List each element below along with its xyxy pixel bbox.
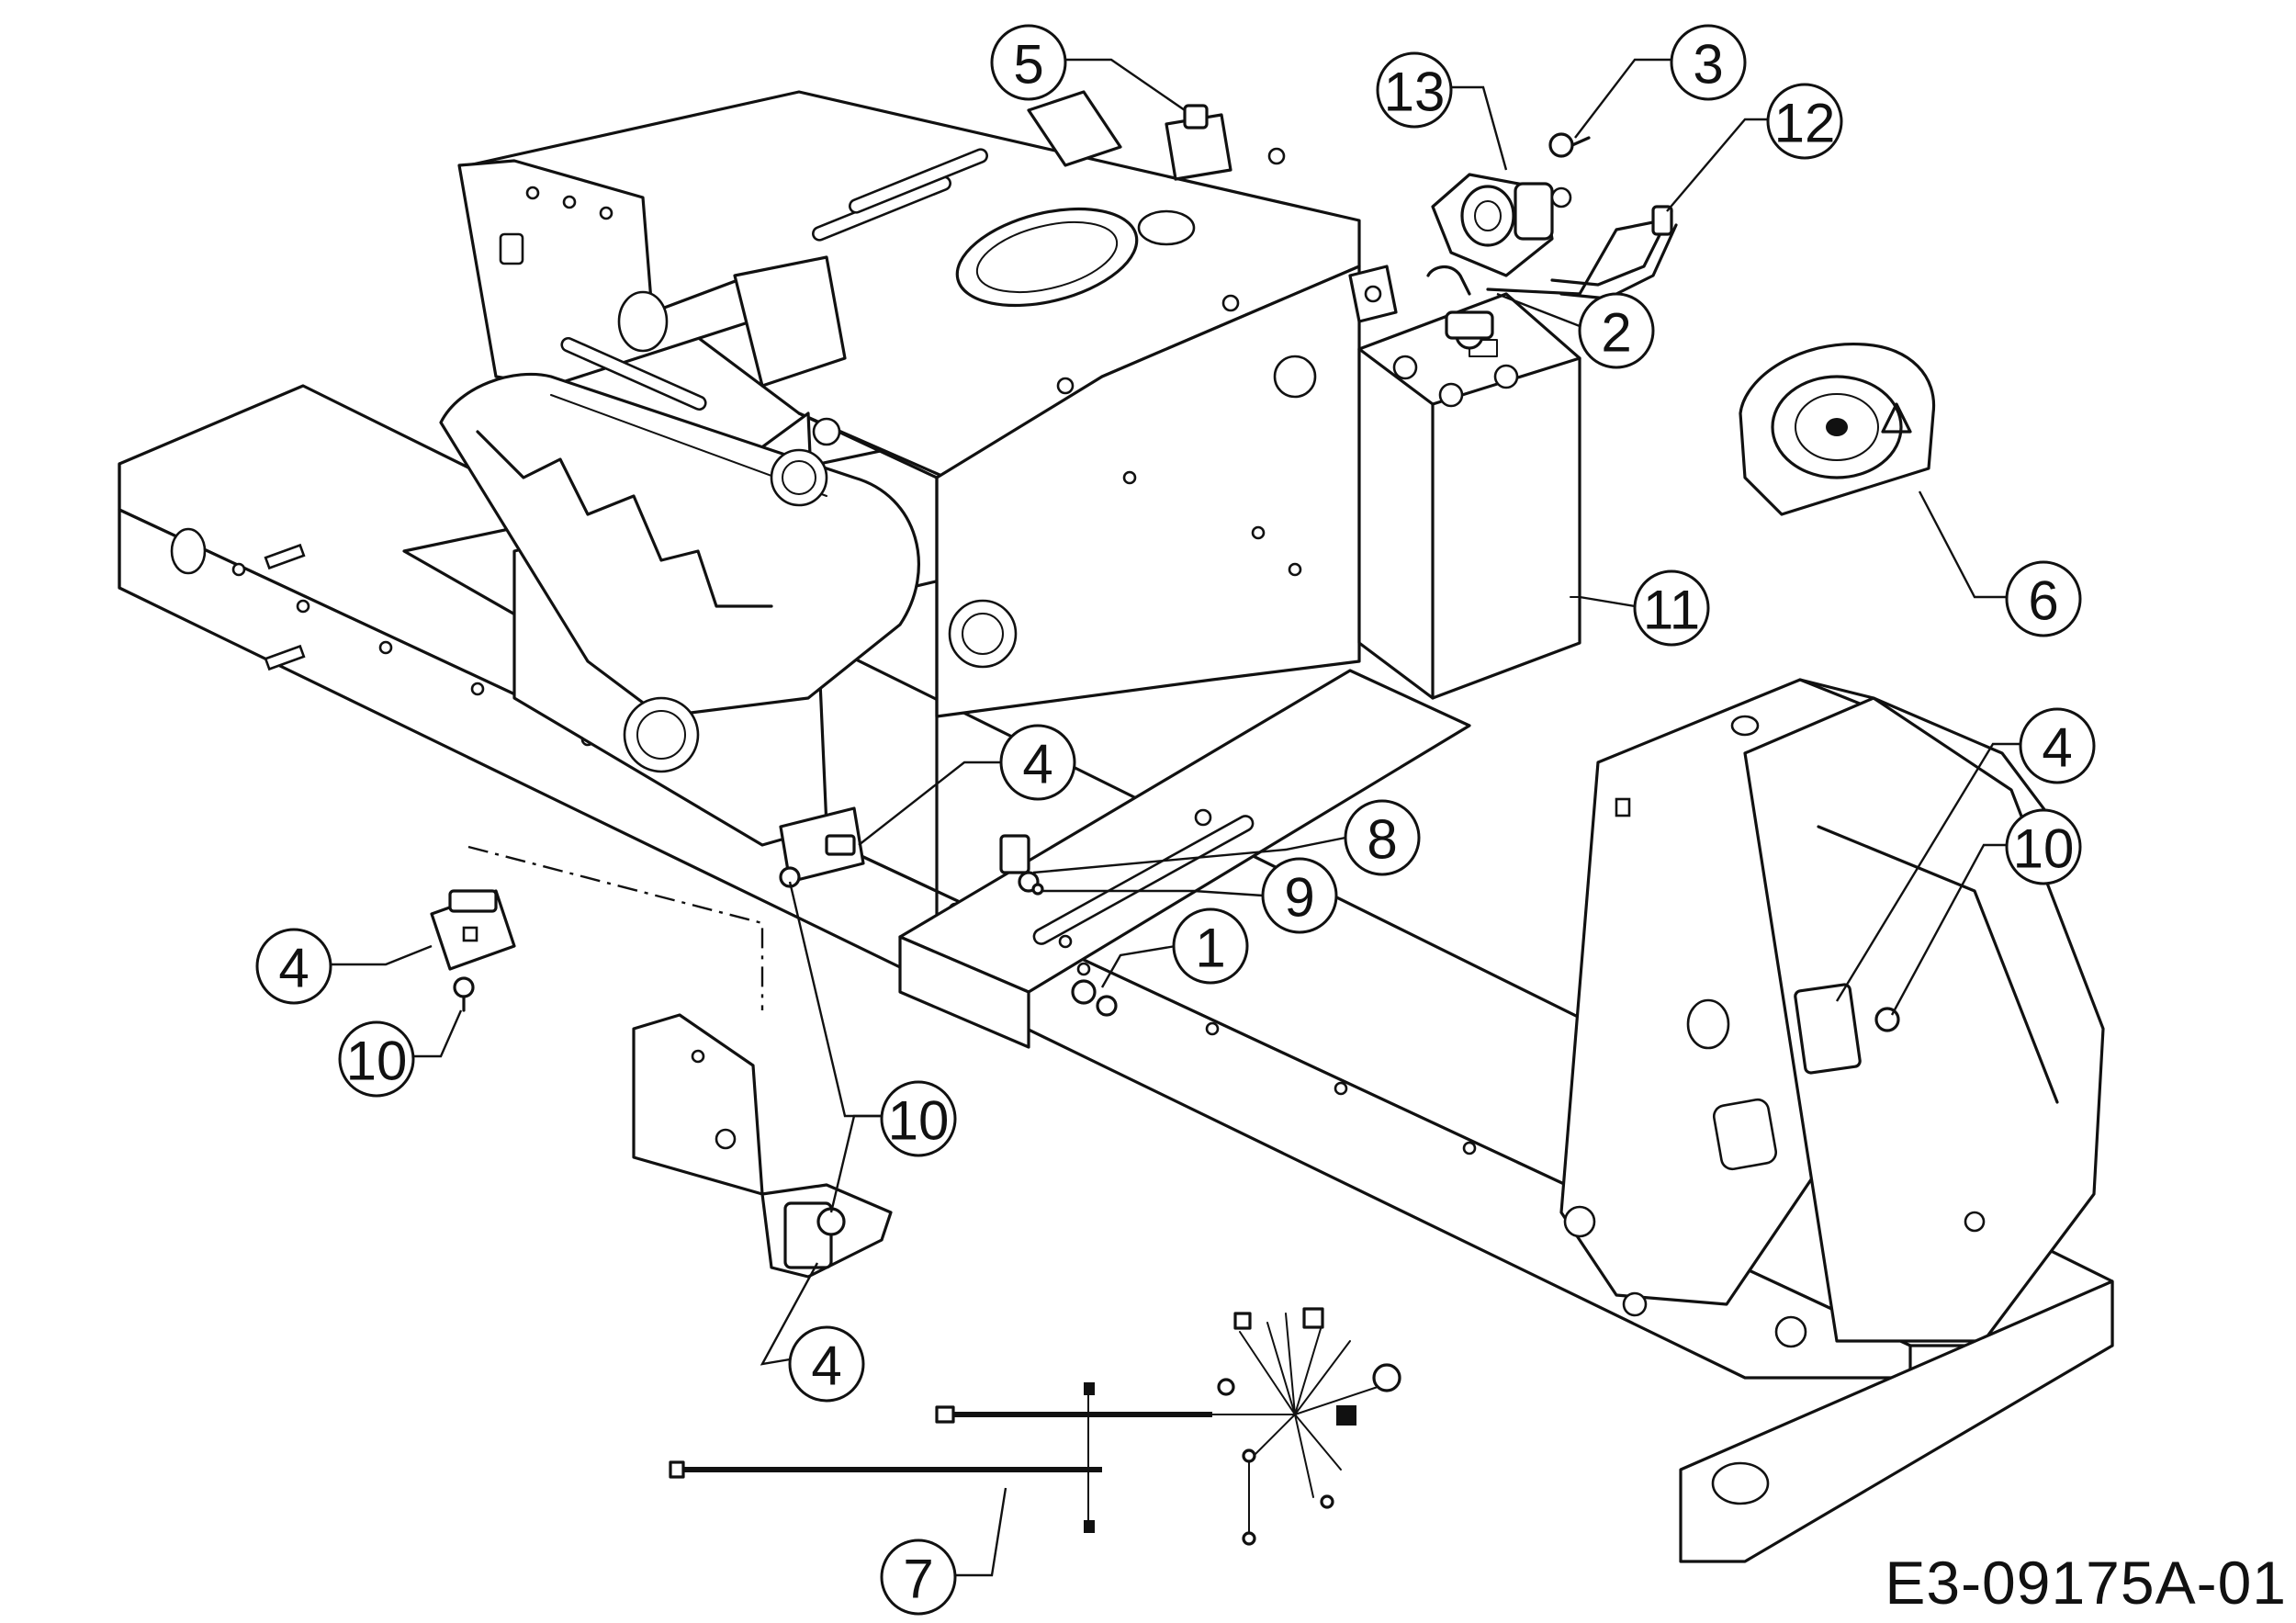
footrest-plate — [898, 669, 1471, 1049]
callout-11: 11 — [1579, 569, 1710, 647]
svg-text:10: 10 — [2013, 818, 2075, 880]
callout-2: 2 — [1496, 292, 1655, 369]
callout-9: 9 — [1042, 857, 1338, 934]
svg-text:8: 8 — [1367, 809, 1397, 871]
callout-13: 13 — [1376, 51, 1508, 171]
callout-4-bottom: 4 — [760, 1262, 865, 1403]
callout-12: 12 — [1666, 83, 1843, 212]
callout-10-left: 10 — [338, 1009, 463, 1098]
battery-cable-clamp — [1426, 219, 1664, 350]
fasteners-center — [999, 834, 1118, 1017]
svg-text:12: 12 — [1774, 93, 1836, 154]
svg-text:5: 5 — [1013, 34, 1043, 96]
callout-5: 5 — [990, 24, 1186, 111]
drawing-number: E3-09175A-01 — [1885, 1549, 2287, 1617]
callout-10-middle: 10 — [788, 881, 957, 1213]
brake-switch — [779, 806, 865, 888]
svg-text:4: 4 — [811, 1336, 841, 1397]
cable-12 — [1550, 205, 1678, 300]
pto-switch — [1794, 983, 1900, 1075]
svg-text:10: 10 — [888, 1090, 950, 1152]
lower-switch-bracket — [632, 1013, 893, 1279]
callout-8: 8 — [1032, 799, 1421, 876]
callout-7: 7 — [880, 1487, 1007, 1616]
svg-text:4: 4 — [278, 938, 309, 999]
callout-4-center: 4 — [858, 724, 1076, 846]
pedestal — [623, 90, 1122, 773]
svg-text:13: 13 — [1384, 62, 1446, 123]
svg-text:11: 11 — [1643, 580, 1700, 641]
svg-text:4: 4 — [2042, 717, 2072, 779]
callout-4-left: 4 — [255, 928, 433, 1005]
svg-text:10: 10 — [346, 1031, 408, 1092]
svg-text:3: 3 — [1693, 34, 1723, 96]
switch-5 — [1165, 104, 1232, 181]
svg-text:6: 6 — [2028, 570, 2058, 632]
svg-text:9: 9 — [1284, 867, 1314, 929]
callout-1: 1 — [1100, 907, 1249, 988]
callout-10-right: 10 — [1890, 808, 2082, 1016]
wiring-harness — [669, 1307, 1401, 1546]
seat-switch-left — [430, 845, 764, 1012]
svg-text:4: 4 — [1022, 734, 1052, 795]
starter-solenoid — [1431, 173, 1572, 277]
svg-text:1: 1 — [1195, 918, 1225, 979]
ignition-switch — [1739, 343, 1936, 516]
svg-text:2: 2 — [1601, 302, 1631, 364]
svg-text:7: 7 — [903, 1549, 933, 1610]
callout-6: 6 — [1918, 490, 2082, 637]
screw-3 — [1548, 132, 1591, 158]
callout-3: 3 — [1574, 24, 1747, 139]
battery — [1357, 292, 1581, 700]
callout-4-right: 4 — [1835, 707, 2096, 1002]
solenoid-bracket — [1348, 265, 1398, 323]
